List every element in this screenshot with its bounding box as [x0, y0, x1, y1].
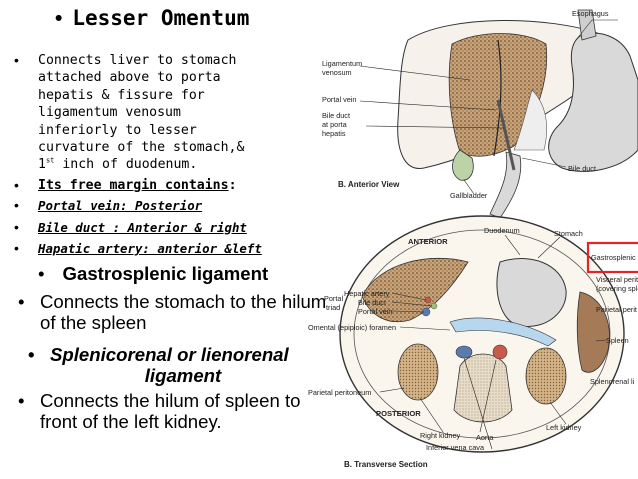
label-transverse-section: B. Transverse Section — [344, 460, 428, 469]
connects-line-7: 1st inch of duodenum. — [38, 156, 334, 173]
connects-line-5: inferiorly to lesser — [38, 122, 197, 138]
connects-line-3: hepatis & fissure for — [38, 87, 205, 103]
label-duodenum: Duodenum — [484, 226, 520, 235]
section-right-kidney — [397, 343, 439, 401]
gastrosplenic-desc-text: Connects the stomach to the hilum of the… — [40, 291, 327, 333]
content-bile-duct: Bile duct : Anterior & right — [38, 219, 247, 235]
lesser-omentum-sheet — [513, 89, 547, 151]
label-gastrosplenic-lig: Gastrosplenic ligame — [591, 253, 638, 262]
anatomy-illustration — [339, 9, 638, 453]
connects-line-1: Connects liver to stomach — [38, 53, 237, 68]
section-left-kidney — [525, 347, 567, 405]
list-item-connects: Connects liver to stomach attached above… — [14, 52, 334, 174]
gastrosplenic-desc: • Connects the stomach to the hilum of t… — [18, 291, 328, 333]
label-bile-duct-porta-3: hepatis — [322, 129, 346, 138]
esophagus-shape — [577, 9, 597, 41]
connects-line-6: curvature of the stomach,& — [38, 140, 245, 156]
anterior-view-drawing — [359, 9, 638, 219]
fissure-line — [493, 39, 502, 157]
duodenum-shape — [489, 151, 522, 219]
splenicorenal-title-line2: ligament — [144, 365, 222, 386]
connects-line-2: attached above to porta — [38, 70, 221, 86]
label-splenorenal-lig: Splenorenal li — [590, 377, 635, 386]
lesser-sac — [449, 317, 557, 347]
splenicorenal-bullet: • — [28, 344, 35, 365]
list-item-bile-duct: Bile duct : Anterior & right — [14, 219, 334, 237]
label-portal-vein: Portal vein — [322, 95, 357, 104]
splenicorenal-title-line1: Splenicorenal or lienorenal — [50, 344, 289, 365]
gastrosplenic-bullet: • — [38, 263, 45, 284]
ordinal-suffix: st — [45, 157, 55, 166]
label-visceral-peri-1: Visceral perit — [596, 275, 638, 284]
label-anterior-view: B. Anterior View — [338, 180, 400, 189]
section-ivc — [455, 345, 473, 359]
section-stomach — [496, 258, 567, 328]
transverse-section-drawing — [339, 215, 638, 453]
section-spleen — [576, 291, 610, 373]
label-esophagus: Esophagus — [572, 9, 609, 18]
label-posterior: POSTERIOR — [376, 409, 421, 418]
free-margin-text: Its free margin contains — [38, 177, 229, 193]
splenicorenal-desc-bullet: • — [18, 390, 25, 411]
label-lig-venosum-1: Ligamentum — [322, 59, 363, 68]
gastrosplenic-heading: • Gastrosplenic ligament — [38, 263, 268, 284]
splenicorenal-desc-text: Connects the hilum of spleen to front of… — [40, 390, 301, 432]
content-hepatic-artery: Hapatic artery: anterior &left — [38, 241, 262, 257]
heading-text: Lesser Omentum — [72, 6, 250, 30]
peritoneal-line — [353, 229, 611, 439]
label-stomach: Stomach — [554, 229, 583, 238]
label-lig-venosum-2: venosum — [322, 68, 352, 77]
list-item-hepatic-artery: Hapatic artery: anterior &left — [14, 240, 334, 258]
free-margin-colon: : — [228, 177, 237, 193]
splenicorenal-heading: • Splenicorenal or lienorenal ligament — [28, 344, 328, 386]
label-portal-triad-1: Portal — [324, 294, 344, 303]
label-bile-duct-porta-2: at porta — [322, 120, 347, 129]
connects-last-text: inch of duodenum. — [54, 157, 198, 173]
label-parietal-peri-right: Parietal perit — [596, 305, 637, 314]
label-bile-duct: Bile duct — [568, 164, 596, 173]
label-visceral-peri-2: (covering sple — [596, 284, 638, 293]
label-portal-triad-2: triad — [326, 303, 341, 312]
heading-bullet: • — [55, 7, 63, 30]
label-spleen: Spleen — [606, 336, 629, 345]
label-omental-foramen: Omental (epiploic) foramen — [308, 323, 397, 332]
stomach-shape — [548, 32, 638, 172]
label-bile-duct-2: Bile duct — [358, 298, 386, 307]
anatomy-figure: Esophagus Ligamentum venosum Portal vein… — [300, 0, 638, 479]
list-item-free-margin: Its free margin contains: — [14, 177, 334, 195]
gastrosplenic-title: Gastrosplenic ligament — [62, 263, 269, 284]
section-aorta — [492, 344, 508, 360]
list-item-portal-vein: Portal vein: Posterior — [14, 197, 334, 215]
section-liver — [361, 257, 469, 323]
label-bile-duct-porta-1: Bile duct — [322, 111, 350, 120]
label-gallbladder: Gallbladder — [450, 191, 488, 200]
label-anterior: ANTERIOR — [408, 237, 448, 246]
label-hepatic-artery: Hepatic artery — [344, 289, 390, 298]
portal-structures — [496, 99, 516, 171]
label-aorta: Aorta — [476, 433, 494, 442]
gastrosplenic-desc-bullet: • — [18, 291, 25, 312]
content-portal-vein: Portal vein: Posterior — [38, 198, 203, 214]
highlight-box — [586, 241, 638, 274]
section-leader-lines — [379, 234, 607, 450]
connects-line-4: ligamentum venosum — [38, 105, 181, 121]
label-ivc: Inferior vena cava — [426, 443, 485, 452]
lesser-omentum-heading: • Lesser Omentum — [55, 6, 249, 31]
label-right-kidney: Right kidney — [420, 431, 461, 440]
ordinal-number: 1 — [38, 157, 46, 173]
label-left-kidney: Left kidney — [546, 423, 582, 432]
section-vertebra — [453, 353, 513, 423]
anterior-leader-lines — [359, 19, 618, 195]
label-parietal-peritoneum: Parietal peritoneum — [308, 388, 372, 397]
splenicorenal-desc: • Connects the hilum of spleen to front … — [18, 390, 328, 432]
lesser-omentum-list: Connects liver to stomach attached above… — [14, 52, 334, 261]
gallbladder-shape — [452, 149, 474, 181]
label-portal-vein-2: Portal vein — [358, 307, 393, 316]
